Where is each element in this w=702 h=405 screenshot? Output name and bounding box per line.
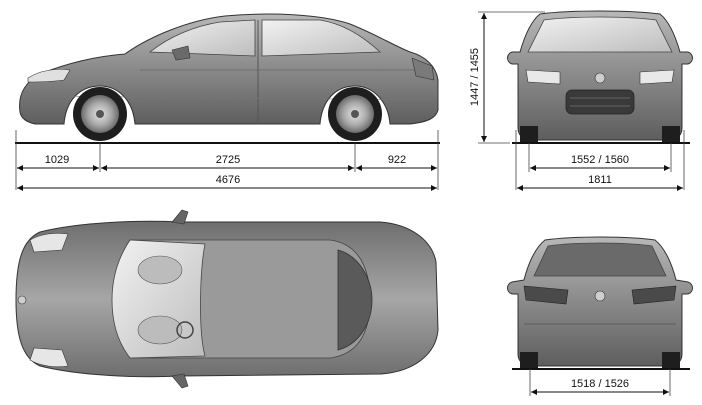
- front-overhang-label: 1029: [45, 154, 69, 166]
- side-rear-window: [261, 19, 381, 57]
- top-seat-right: [137, 315, 183, 345]
- side-rear-wheel: [328, 87, 382, 141]
- side-front-wheel: [73, 87, 127, 141]
- top-badge-icon: [17, 295, 27, 305]
- overall-width-label: 1811: [588, 174, 612, 186]
- steering-wheel-icon: [176, 321, 194, 339]
- side-dimensions: 1029 2725 922 4676: [15, 130, 439, 191]
- front-track-label: 1552 / 1560: [571, 154, 629, 166]
- rear-taillight-right: [631, 285, 677, 305]
- front-headlight-left: [525, 69, 561, 85]
- side-view: [15, 13, 440, 144]
- rear-track-label: 1518 / 1526: [571, 378, 629, 390]
- front-badge-icon: [594, 72, 606, 84]
- top-seat-left: [137, 255, 183, 285]
- side-taillight: [411, 57, 435, 81]
- front-headlight-right: [639, 69, 675, 85]
- front-grille: [565, 89, 635, 115]
- side-front-window: [148, 19, 256, 57]
- rear-view: 1518 / 1526: [507, 236, 693, 396]
- rear-overhang-label: 922: [388, 154, 406, 166]
- rear-window: [533, 242, 667, 277]
- front-view: 1447 / 1455 1552 / 1560 1811: [469, 10, 693, 191]
- wheelbase-label: 2725: [216, 154, 240, 166]
- overall-length-label: 4676: [216, 174, 240, 186]
- front-windshield: [527, 16, 673, 53]
- top-rear-window: [337, 249, 373, 351]
- height-label: 1447 / 1455: [469, 48, 481, 106]
- rear-badge-icon: [594, 290, 606, 302]
- top-view: [15, 209, 439, 389]
- side-headlight: [27, 68, 71, 83]
- rear-taillight-left: [523, 285, 569, 305]
